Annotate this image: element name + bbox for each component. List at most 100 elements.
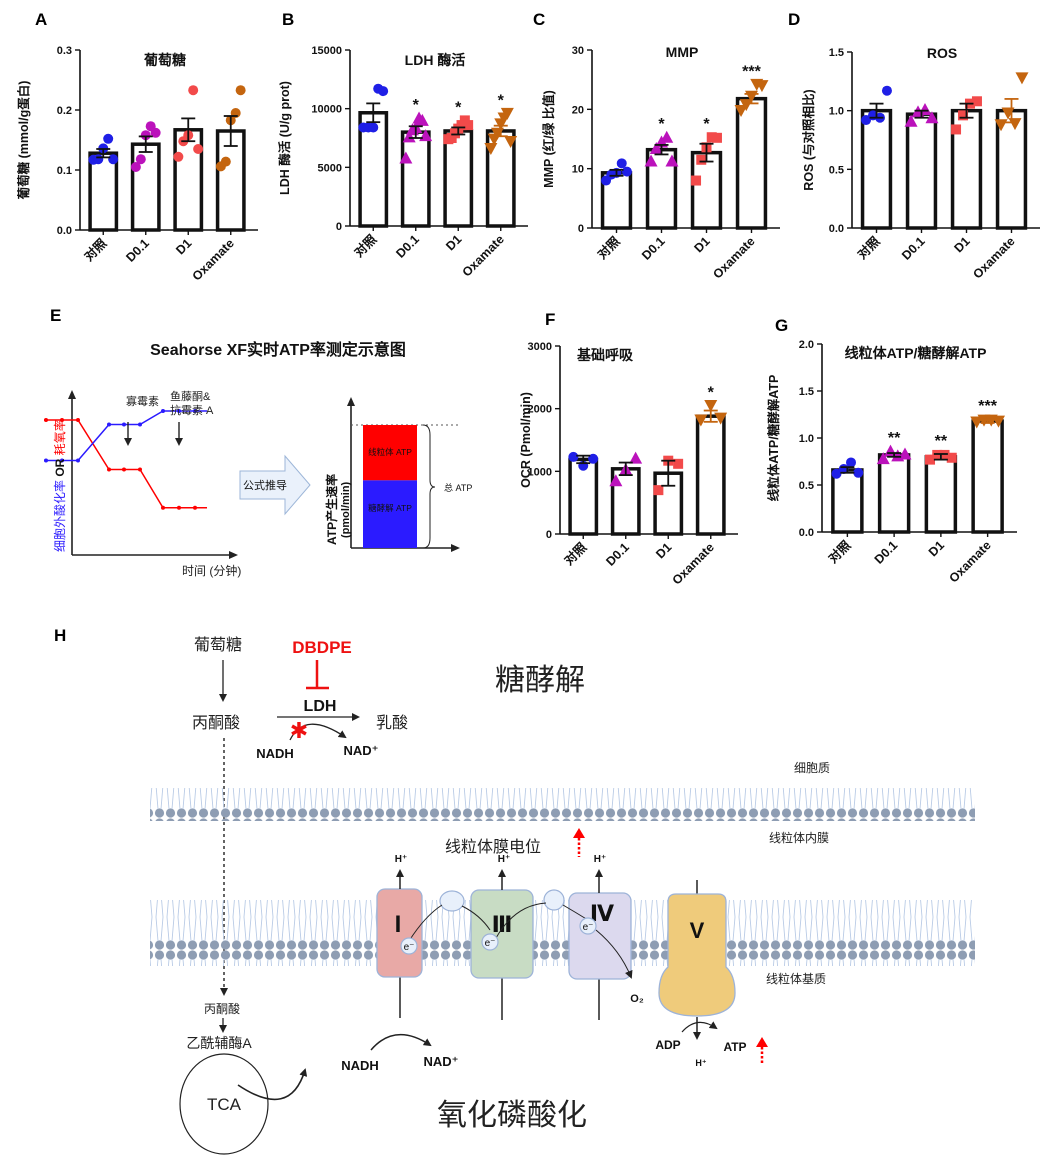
y-tick-label: 10000 — [311, 104, 342, 116]
data-point — [706, 132, 717, 143]
x-tick-label: D0.1 — [123, 236, 152, 265]
data-point — [378, 86, 389, 97]
bar-group — [173, 85, 204, 232]
ecar-label: 细胞外酸化率 — [52, 480, 67, 552]
glycolysis-title: 糖酵解 — [495, 664, 585, 697]
data-point — [644, 154, 658, 167]
data-point — [853, 467, 864, 478]
y-tick-label: 0 — [336, 221, 342, 233]
data-point — [971, 96, 982, 107]
bar — [877, 453, 911, 534]
rate-plot-y-label: 细胞外酸化率 OR 耗氧率 — [52, 419, 67, 552]
data-point — [925, 111, 939, 124]
data-point — [694, 414, 708, 427]
data-point — [946, 452, 957, 463]
data-point — [970, 416, 984, 429]
x-tick-label: D0.1 — [639, 234, 668, 263]
panel-e-seahorse-schematic: Seahorse XF实时ATP率测定示意图 寡霉素 鱼藤酮& 抗霉素 A 时间… — [44, 340, 472, 578]
y-tick-label: 1.0 — [829, 106, 844, 118]
y-tick-label: 10 — [572, 164, 584, 176]
ldh-label: LDH — [304, 698, 337, 715]
data-point — [130, 162, 141, 172]
adp-to-atp-arrow — [681, 1021, 718, 1033]
bar-group — [130, 121, 161, 232]
bar-group: * — [694, 385, 728, 536]
y-axis-label: MMP (红/绿 比值) — [541, 90, 556, 188]
ecar-line-point — [122, 422, 126, 427]
nad-label: NAD⁺ — [343, 743, 378, 758]
bar-group — [653, 455, 684, 536]
y-tick-label: 0.3 — [57, 45, 72, 57]
bar — [905, 112, 938, 230]
rate-plot-y-arrow-icon — [68, 390, 76, 399]
data-point — [918, 102, 932, 115]
cytoplasm-label: 细胞质 — [794, 761, 830, 775]
data-point — [881, 85, 892, 96]
bar — [695, 414, 726, 536]
x-tick-label: D0.1 — [393, 232, 422, 261]
ecar-line-point — [138, 422, 142, 427]
data-point — [621, 166, 632, 177]
outer-membrane — [150, 788, 975, 821]
y-tick-label: 1.0 — [799, 433, 814, 445]
x-tick-label: 对照 — [351, 231, 380, 260]
data-point — [368, 122, 379, 133]
data-point — [504, 136, 518, 149]
nadh-to-complex-i-arrow — [370, 1033, 432, 1051]
y-tick-label: 1000 — [528, 466, 552, 478]
y-axis-label: 线粒体ATP/糖酵解ATP — [766, 375, 781, 502]
electron-iii-label: e⁻ — [485, 938, 496, 949]
electron-transfer-path — [408, 902, 589, 942]
mito-atp-segment — [363, 425, 417, 481]
y-axis-label: 葡萄糖 (mmol/g蛋白) — [16, 81, 31, 201]
data-point — [991, 415, 1005, 428]
y-tick-label: 3000 — [528, 341, 552, 353]
data-point — [93, 154, 104, 165]
complex-iv-h-plus: H⁺ — [594, 854, 607, 865]
ecar-line-point — [44, 458, 48, 463]
data-point — [994, 119, 1008, 132]
complex-iii-label: Ⅲ — [492, 912, 513, 937]
x-tick-label: D1 — [926, 538, 947, 559]
y-tick-label: 5000 — [318, 162, 342, 174]
nadh-matrix-label: NADH — [341, 1058, 379, 1073]
bar-group — [994, 72, 1029, 230]
y-tick-label: 0.5 — [829, 164, 844, 176]
ubiquinone-carrier — [439, 890, 465, 912]
data-point — [958, 110, 969, 121]
significance-marker: *** — [742, 63, 761, 80]
data-point — [704, 400, 718, 413]
x-tick-label: 对照 — [594, 233, 623, 262]
total-atp-label: 总 ATP — [444, 482, 472, 493]
glyco-atp-label: 糖酵解 ATP — [368, 503, 412, 513]
x-tick-label: 对照 — [561, 539, 590, 568]
data-point — [673, 458, 684, 469]
data-point — [108, 154, 119, 165]
data-point — [755, 80, 769, 93]
data-point — [235, 85, 246, 96]
ecar-line-point — [76, 458, 80, 463]
data-point — [484, 143, 498, 156]
bar — [995, 108, 1028, 230]
complex-iv — [568, 892, 632, 980]
data-point — [173, 151, 184, 162]
data-point — [463, 120, 474, 131]
inject-rotenone-label-2: 抗霉素 A — [170, 403, 214, 417]
y-tick-label: 15000 — [311, 45, 342, 57]
x-tick-label: D1 — [443, 232, 464, 253]
dbdpe-label: DBDPE — [292, 638, 352, 657]
atp-bar-x-arrow-icon — [451, 544, 460, 552]
data-point — [925, 454, 936, 465]
data-point — [188, 85, 199, 96]
nadh-label: NADH — [256, 746, 294, 761]
atp-bar-y-label-1: ATP产生速率 — [324, 474, 339, 545]
acetyl-coa-label: 乙酰辅酶A — [186, 1035, 252, 1051]
complex-v-h-plus: H⁺ — [695, 1058, 706, 1068]
bar-group — [609, 451, 643, 536]
inject-rotenone-arrow-icon — [175, 438, 183, 446]
inner-membrane — [150, 900, 975, 966]
adp-label: ADP — [655, 1038, 680, 1052]
